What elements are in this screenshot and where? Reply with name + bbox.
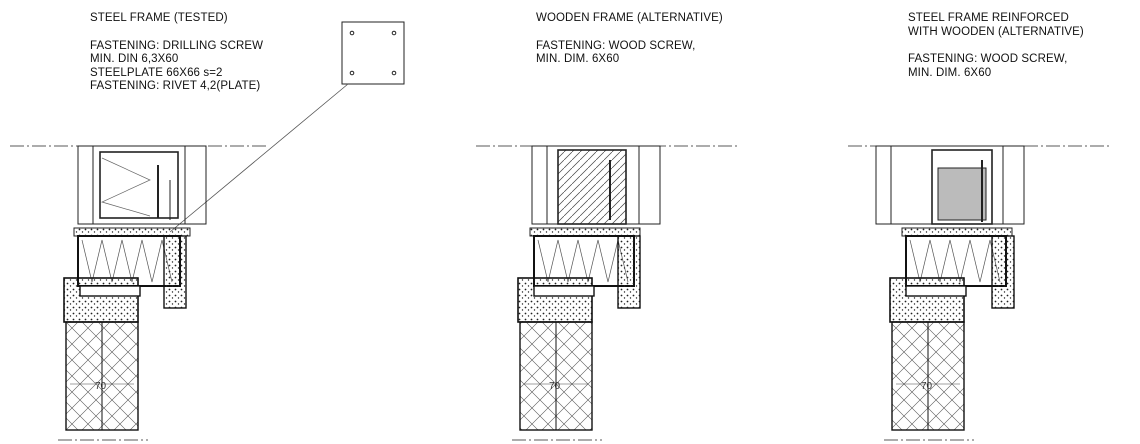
note-spec-line: MIN. DIM. 6X60 bbox=[908, 66, 992, 79]
note-spec-line: MIN. DIN 6,3X60 bbox=[90, 53, 179, 65]
detail-wooden-frame: WOODEN FRAME (ALTERNATIVE) FASTENING: WO… bbox=[380, 0, 760, 444]
note-steel-reinforced-frame: STEEL FRAME REINFORCED WITH WOODEN (ALTE… bbox=[908, 12, 1084, 80]
note-spec-line: FASTENING: DRILLING SCREW bbox=[90, 39, 264, 52]
section-drawing-reinforced: 70 bbox=[848, 145, 1110, 441]
frame-above bbox=[77, 145, 207, 225]
frame-above bbox=[875, 145, 1025, 225]
note-title-line: STEEL FRAME REINFORCED bbox=[908, 12, 1069, 24]
note-spec-line: FASTENING: WOOD SCREW, bbox=[536, 39, 696, 52]
wall-section: 70 bbox=[512, 277, 602, 441]
note-wooden-frame: WOODEN FRAME (ALTERNATIVE) FASTENING: WO… bbox=[536, 12, 723, 67]
note-title-line: WOODEN FRAME (ALTERNATIVE) bbox=[536, 12, 723, 24]
section-drawing-steel: 70 bbox=[10, 21, 405, 441]
note-spec-line: STEELPLATE 66X66 s=2 bbox=[90, 66, 223, 79]
note-spec-line: MIN. DIM. 6X60 bbox=[536, 53, 620, 65]
detail-steel-frame: STEEL FRAME (TESTED) FASTENING: DRILLING… bbox=[0, 0, 405, 444]
steel-plate-detail bbox=[169, 21, 405, 233]
wall-section: 70 bbox=[58, 277, 148, 441]
dimension-label: 70 bbox=[95, 381, 107, 392]
dimension-label: 70 bbox=[549, 381, 561, 392]
note-spec-line: FASTENING: WOOD SCREW, bbox=[908, 53, 1068, 65]
note-spec-line: FASTENING: RIVET 4,2(PLATE) bbox=[90, 80, 261, 92]
note-title-line: STEEL FRAME (TESTED) bbox=[90, 12, 228, 24]
dimension-label: 70 bbox=[921, 381, 933, 392]
note-steel-frame: STEEL FRAME (TESTED) FASTENING: DRILLING… bbox=[90, 12, 263, 94]
detail-steel-reinforced-frame: STEEL FRAME REINFORCED WITH WOODEN (ALTE… bbox=[760, 0, 1140, 444]
note-title-line: WITH WOODEN (ALTERNATIVE) bbox=[908, 25, 1084, 38]
section-drawing-wooden: 70 bbox=[476, 145, 740, 441]
frame-above bbox=[531, 145, 661, 225]
wall-section: 70 bbox=[884, 277, 974, 441]
